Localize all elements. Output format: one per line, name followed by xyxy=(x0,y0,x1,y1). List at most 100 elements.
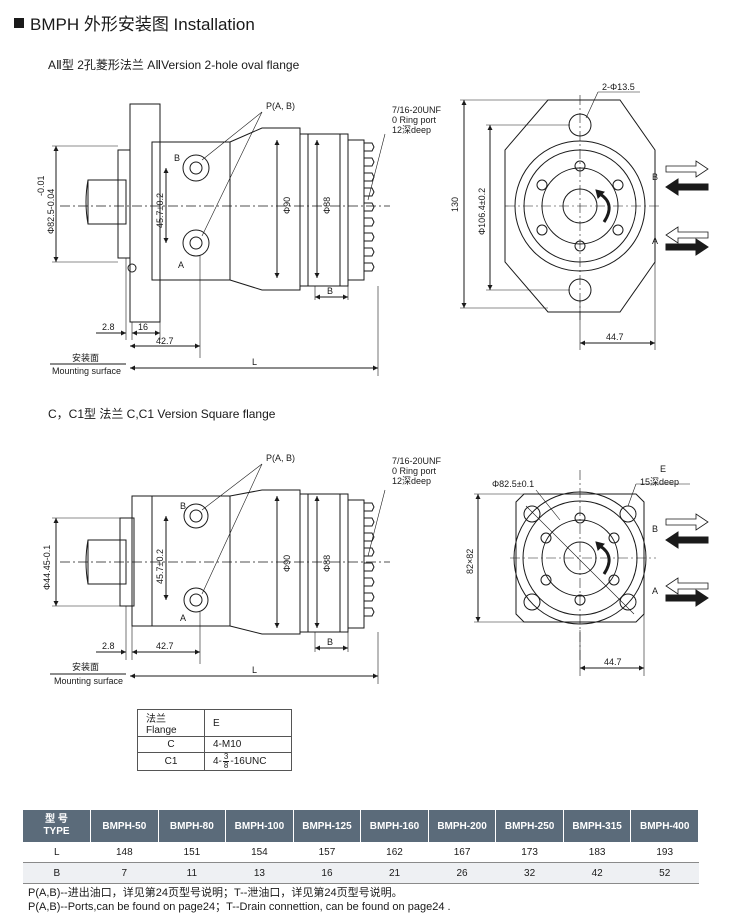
cell: 162 xyxy=(360,842,429,863)
port-spacing: 45.7±0.2 xyxy=(155,193,165,228)
section-c-title: C，C1型 法兰 C,C1 Version Square flange xyxy=(48,407,276,421)
front-port-b: B xyxy=(652,172,658,182)
cell: 154 xyxy=(225,842,294,863)
depth-label: 15深deep xyxy=(640,477,679,487)
cell: 16 xyxy=(293,862,361,884)
unf-c-2: 0 Ring port xyxy=(392,466,437,476)
side-view-a-labels: P(A, B) 7/16-20UNF 0 Ring port 12深deep B… xyxy=(36,101,442,376)
unf-c-1: 7/16-20UNF xyxy=(392,456,442,466)
type-header-en: TYPE xyxy=(43,826,70,837)
e-c1-num: 3 xyxy=(222,752,230,762)
dim-b-c: B xyxy=(327,637,333,647)
pilot-diameter: Φ82.5±0.1 xyxy=(492,479,534,489)
dia-88: Φ88 xyxy=(322,197,332,214)
side-view-c-labels: P(A, B) 7/16-20UNF 0 Ring port 12深deep B… xyxy=(42,453,442,686)
cell: 193 xyxy=(630,842,699,863)
flange-c1: C1 xyxy=(137,752,205,771)
footnotes: P(A,B)--进出油口，详见第24页型号说明；T--泄油口，详见第24页型号说… xyxy=(28,886,451,914)
cell: 173 xyxy=(495,842,564,863)
dim-44-7-a: 44.7 xyxy=(606,332,624,342)
cell: 167 xyxy=(428,842,496,863)
cell: 13 xyxy=(225,862,294,884)
shaft-tolerance: -0.01 xyxy=(36,175,46,196)
front-view-c xyxy=(474,470,709,676)
dim-2-8-c: 2.8 xyxy=(102,641,115,651)
model-header: BMPH-160 xyxy=(360,810,429,842)
footnote-cn: P(A,B)--进出油口，详见第24页型号说明；T--泄油口，详见第24页型号说… xyxy=(28,887,403,899)
dim-bolt-circle: Φ106.4±0.2 xyxy=(477,188,487,235)
row-label: B xyxy=(23,862,91,884)
dim-l-c: L xyxy=(252,665,257,675)
e-c: 4-M10 xyxy=(204,736,292,753)
shaft-diameter: Φ82.5-0.04 xyxy=(46,189,56,234)
side-view-a xyxy=(50,103,390,376)
mount-cn-c: 安装面 xyxy=(72,661,99,672)
dim-42-7-c: 42.7 xyxy=(156,641,174,651)
flange-c: C xyxy=(137,736,205,753)
section-a-title: AⅡ型 2孔菱形法兰 AⅡVersion 2-hole oval flange xyxy=(48,58,300,72)
bullet-square-icon xyxy=(14,17,24,28)
model-header: BMPH-80 xyxy=(158,810,227,842)
model-header: BMPH-250 xyxy=(495,810,564,842)
port-label-c: P(A, B) xyxy=(266,453,295,463)
mount-cn: 安装面 xyxy=(72,352,99,363)
flange-header: 法兰 Flange xyxy=(137,709,205,737)
page-title: BMPH 外形安装图 Installation xyxy=(14,10,255,35)
dim-44-7-c: 44.7 xyxy=(604,657,622,667)
footnote-en: P(A,B)--Ports,can be found on page24；T--… xyxy=(28,901,451,913)
cell: 11 xyxy=(158,862,226,884)
dim-16: 16 xyxy=(138,322,148,332)
mount-en: Mounting surface xyxy=(52,366,121,376)
page-title-text: BMPH 外形安装图 Installation xyxy=(30,15,255,34)
cell: 32 xyxy=(495,862,564,884)
dim-130: 130 xyxy=(450,197,460,212)
cell: 183 xyxy=(563,842,631,863)
model-header: BMPH-125 xyxy=(293,810,362,842)
front-c-port-b: B xyxy=(652,524,658,534)
front-view-a xyxy=(460,91,709,350)
holes-label: 2-Φ13.5 xyxy=(602,82,635,92)
front-view-a-labels: 2-Φ13.5 130 Φ106.4±0.2 44.7 B A xyxy=(450,82,658,342)
installation-drawings: P(A, B) 7/16-20UNF 0 Ring port 12深deep B… xyxy=(36,82,709,686)
model-header: BMPH-315 xyxy=(563,810,632,842)
port-b-label: B xyxy=(174,153,180,163)
cell: 151 xyxy=(158,842,226,863)
front-c-port-a: A xyxy=(652,586,658,596)
side-view-c xyxy=(50,463,390,684)
cell: 42 xyxy=(563,862,631,884)
mount-en-c: Mounting surface xyxy=(54,676,123,686)
unf-label-2: 0 Ring port xyxy=(392,115,437,125)
shaft-diameter-c: Φ44.45-0.1 xyxy=(42,545,52,590)
dim-42-7: 42.7 xyxy=(156,336,174,346)
model-header: BMPH-200 xyxy=(428,810,497,842)
dim-b: B xyxy=(327,286,333,296)
dim-l: L xyxy=(252,357,257,367)
port-spacing-c: 45.7±0.2 xyxy=(155,549,165,584)
unf-c-3: 12深deep xyxy=(392,476,431,486)
row-label: L xyxy=(23,842,91,863)
cell: 7 xyxy=(90,862,159,884)
cell: 148 xyxy=(90,842,159,863)
dia-90: Φ90 xyxy=(282,197,292,214)
model-table: 型 号 TYPE BMPH-50 BMPH-80 BMPH-100 BMPH-1… xyxy=(23,810,699,884)
dim-square: 82×82 xyxy=(465,549,475,574)
e-c1-den: 8 xyxy=(223,761,229,770)
model-header: BMPH-50 xyxy=(90,810,159,842)
model-header: BMPH-100 xyxy=(225,810,294,842)
cell: 157 xyxy=(293,842,361,863)
port-label-a: P(A, B) xyxy=(266,101,295,111)
model-header: BMPH-400 xyxy=(630,810,699,842)
cell: 52 xyxy=(630,862,699,884)
front-view-c-labels: Φ82.5±0.1 E 15深deep 82×82 44.7 B A xyxy=(465,464,679,667)
port-b-label-c: B xyxy=(180,501,186,511)
e-c1-suffix: -16UNC xyxy=(230,756,267,768)
e-c1-prefix: 4- xyxy=(213,756,222,768)
cell: 21 xyxy=(360,862,429,884)
port-a-label-c: A xyxy=(180,613,186,623)
type-header-cn: 型 号 xyxy=(45,814,68,825)
table-row: L 148 151 154 157 162 167 173 183 193 xyxy=(23,842,699,863)
label-e: E xyxy=(660,464,666,474)
